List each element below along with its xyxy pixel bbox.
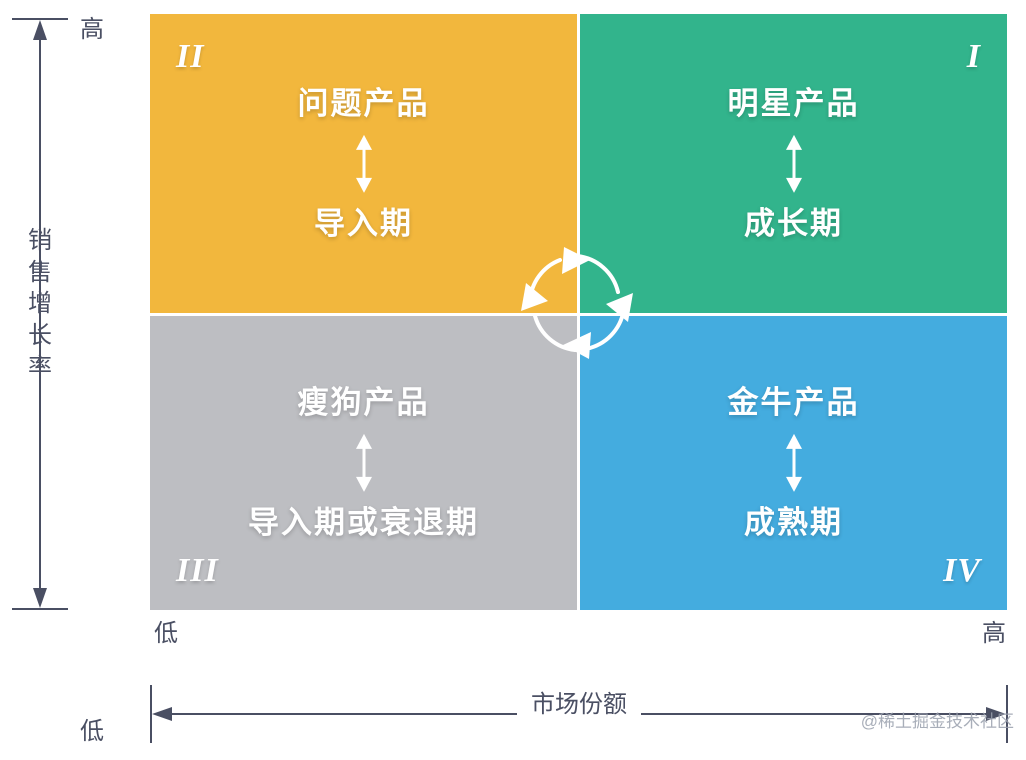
y-axis-bottom-cap: [12, 608, 68, 610]
quadrant-product-label: 明星产品: [727, 85, 860, 121]
quadrant-product-label: 问题产品: [297, 85, 430, 121]
x-axis-low-label: 低: [154, 620, 178, 647]
y-axis-title: 销 售 增 长 率: [22, 225, 58, 383]
x-axis: 低 高 市场份额: [150, 622, 1008, 756]
quadrant-stage-label: 导入期或衰退期: [248, 505, 479, 540]
quadrant-roman-numeral: I: [966, 38, 981, 75]
y-axis-title-char: 增: [28, 290, 52, 318]
quadrant-cash-cows[interactable]: IV 金牛产品 成熟期: [580, 316, 1007, 610]
y-axis-title-char: 销: [28, 227, 52, 254]
quadrant-product-label: 金牛产品: [727, 384, 860, 420]
quadrant-stage-label: 导入期: [314, 205, 413, 241]
y-axis: [12, 18, 68, 610]
y-axis-top-cap: [12, 18, 68, 20]
quadrant-product-label: 瘦狗产品: [297, 384, 430, 420]
y-axis-double-arrow-icon: [33, 20, 47, 608]
vertical-double-arrow-icon: [785, 434, 802, 492]
quadrant-stage-label: 成熟期: [744, 505, 843, 540]
x-axis-left-cap: [150, 685, 152, 743]
vertical-double-arrow-icon: [785, 134, 802, 193]
y-axis-title-char: 率: [28, 353, 52, 381]
quadrant-stars[interactable]: I 明星产品 成长期: [580, 14, 1007, 313]
y-axis-title-char: 售: [28, 258, 52, 286]
quadrant-roman-numeral: II: [176, 38, 205, 75]
watermark: @稀土掘金技术社区: [860, 712, 1014, 731]
vertical-double-arrow-icon: [355, 434, 372, 492]
y-axis-title-char: 长: [28, 322, 52, 350]
quadrant-dogs[interactable]: III 瘦狗产品 导入期或衰退期: [150, 316, 577, 610]
quadrant-roman-numeral: IV: [943, 552, 981, 589]
quadrant-stage-label: 成长期: [744, 205, 843, 241]
x-axis-title: 市场份额: [517, 693, 641, 717]
y-axis-low-label: 低: [80, 718, 104, 745]
y-axis-high-label: 高: [80, 16, 104, 43]
vertical-double-arrow-icon: [355, 134, 372, 193]
quadrant-matrix: II 问题产品 导入期 I 明星产品: [150, 14, 1007, 610]
x-axis-high-label: 高: [982, 620, 1006, 647]
quadrant-roman-numeral: III: [176, 552, 219, 589]
x-axis-right-cap: [1006, 685, 1008, 743]
quadrant-question-marks[interactable]: II 问题产品 导入期: [150, 14, 577, 313]
